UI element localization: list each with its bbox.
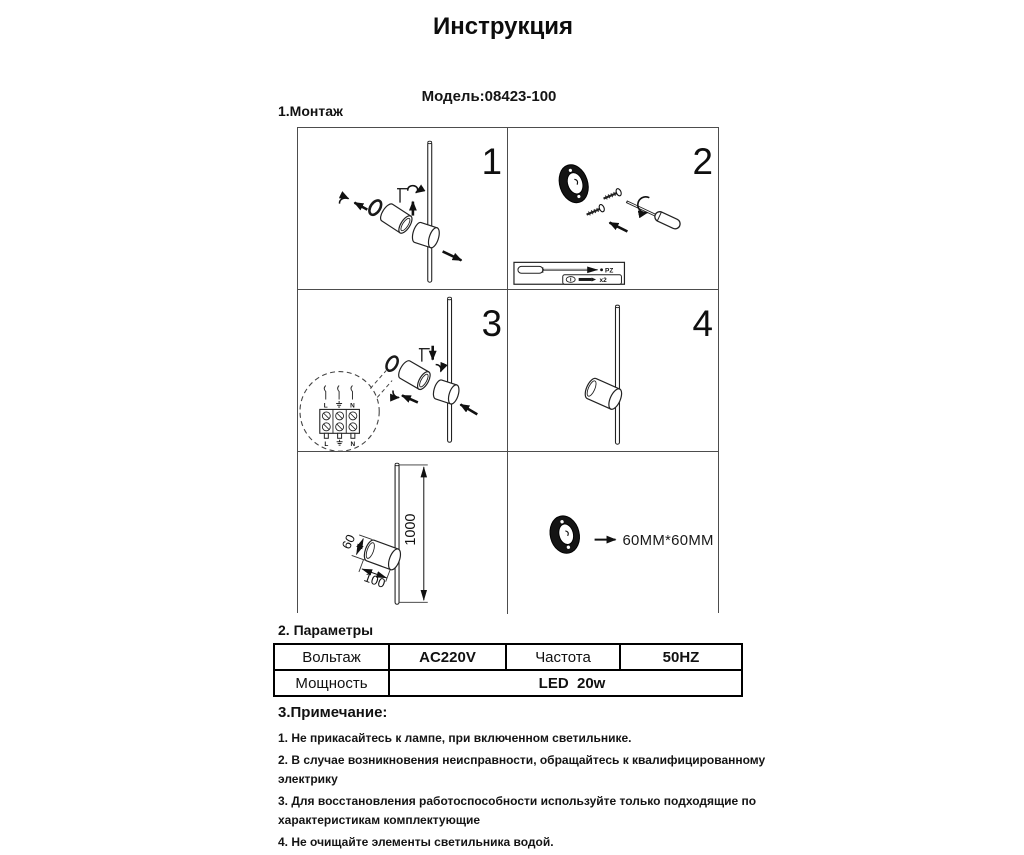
note-number: 3. <box>278 794 289 808</box>
table-row: Вольтаж AC220V Частота 50HZ <box>273 643 743 671</box>
wire-label-neutral: N <box>350 403 355 410</box>
hook-wire <box>574 178 579 185</box>
rotate-cylinder-arrow <box>390 390 401 402</box>
bracket-mark <box>397 188 408 203</box>
screw-icon <box>603 188 622 200</box>
voltage-label: Вольтаж <box>273 643 390 671</box>
montage-grid: 1 <box>297 127 719 614</box>
section-montage-heading: 1.Монтаж <box>278 103 343 119</box>
decor-ring <box>385 355 399 373</box>
note-number: 2. <box>278 753 289 767</box>
note-item: 3. Для восстановления работоспособности … <box>278 792 783 830</box>
power-label: Мощность <box>273 669 390 697</box>
mount-diameter-label: 60 <box>339 532 359 551</box>
dim-mount-length: 100 <box>358 560 391 592</box>
press-arrow <box>608 221 629 233</box>
bracket-mark <box>418 348 430 362</box>
note-text: Для восстановления работоспособности исп… <box>278 794 757 827</box>
note-number: 4. <box>278 835 289 849</box>
step-1-diagram: 1 <box>338 140 502 283</box>
twist-arrow <box>435 362 448 373</box>
wall-plate <box>558 164 589 204</box>
decor-ring <box>368 199 383 217</box>
model-label: Модель:08423-100 <box>421 88 557 105</box>
section-notes-heading: 3.Примечание: <box>278 704 388 721</box>
step-number-2: 2 <box>693 141 713 182</box>
lamp-rod <box>427 140 433 283</box>
wiring-callout: L N <box>299 370 393 452</box>
note-number: 1. <box>278 731 289 745</box>
tool-type-label: PZ <box>605 268 613 275</box>
legend-screw-icon <box>578 277 592 281</box>
step-number-3: 3 <box>482 303 502 344</box>
tool-legend: PZ x2 <box>513 261 626 285</box>
dimensions-diagram: 1000 60 100 <box>339 463 428 606</box>
step-number-1: 1 <box>482 141 502 182</box>
plate-size-panel: 60MM*60MM <box>508 452 718 614</box>
step-2-diagram: PZ x2 2 <box>513 141 713 285</box>
rod-length-label: 1000 <box>403 514 419 546</box>
montage-step-4-panel: 4 <box>508 290 718 453</box>
page-title: Инструкция <box>432 13 574 40</box>
note-text: Не прикасайтесь к лампе, при включенном … <box>291 731 632 745</box>
step-3-diagram: L N <box>299 296 502 452</box>
pull-out-arrow <box>442 250 463 262</box>
notes-list: 1. Не прикасайтесь к лампе, при включенн… <box>278 729 783 855</box>
mount-cylinder-on-rod <box>411 221 440 249</box>
lamp-rod <box>394 463 400 606</box>
dim-mount-diameter: 60 <box>339 532 373 561</box>
frequency-value: 50HZ <box>619 643 743 671</box>
wire-label-live: L <box>324 403 328 410</box>
wire-label-neutral: N <box>351 441 356 448</box>
earth-symbol <box>336 401 343 408</box>
note-item: 2. В случае возникновения неисправности,… <box>278 751 783 789</box>
plate-size-diagram: 60MM*60MM <box>549 515 713 555</box>
power-value: LED 20w <box>388 669 743 697</box>
twist-arrow <box>406 184 426 194</box>
dim-rod-length: 1000 <box>399 464 428 604</box>
voltage-value: AC220V <box>388 643 507 671</box>
screw-on-arrow <box>401 394 419 404</box>
note-item: 1. Не прикасайтесь к лампе, при включенн… <box>278 729 783 748</box>
lamp-rod <box>614 304 621 446</box>
screwdriver-rotate-arrow <box>637 196 650 219</box>
loose-cylinder <box>380 203 413 234</box>
montage-step-1-panel: 1 <box>298 128 508 291</box>
note-text: В случае возникновения неисправности, об… <box>278 753 766 786</box>
step-number-4: 4 <box>693 303 713 344</box>
earth-symbol <box>336 439 343 446</box>
plate-size-label: 60MM*60MM <box>622 532 713 549</box>
note-text: Не очищайте элементы светильника водой. <box>291 835 554 849</box>
table-row: Мощность LED 20w <box>273 669 743 697</box>
step-4-diagram: 4 <box>584 303 713 446</box>
section-params-heading: 2. Параметры <box>278 622 374 638</box>
wall-plate <box>549 515 580 555</box>
loose-cylinder <box>398 360 431 391</box>
mount-cylinder <box>584 377 623 411</box>
screw-icon <box>586 204 605 216</box>
note-item: 4. Не очищайте элементы светильника водо… <box>278 833 783 852</box>
lamp-rod <box>447 296 453 444</box>
mount-length-label: 100 <box>362 570 387 592</box>
frequency-label: Частота <box>505 643 621 671</box>
pz-dot <box>600 268 603 272</box>
wire-label-live: L <box>324 441 328 448</box>
terminal-block: L N <box>319 385 360 448</box>
attach-arrow <box>459 403 478 416</box>
dimensions-panel: 1000 60 100 <box>298 452 508 614</box>
mount-cylinder-on-rod <box>432 379 460 405</box>
screw-qty-label: x2 <box>600 277 608 284</box>
screwdriver <box>625 200 681 230</box>
parameters-table: Вольтаж AC220V Частота 50HZ Мощность LED… <box>273 643 743 697</box>
montage-step-2-panel: PZ x2 2 <box>508 128 718 291</box>
montage-step-3-panel: L N <box>298 290 508 453</box>
remove-ring-arrow <box>353 201 368 211</box>
rotate-ring-arrow <box>338 191 350 204</box>
mount-cylinder <box>363 539 402 571</box>
